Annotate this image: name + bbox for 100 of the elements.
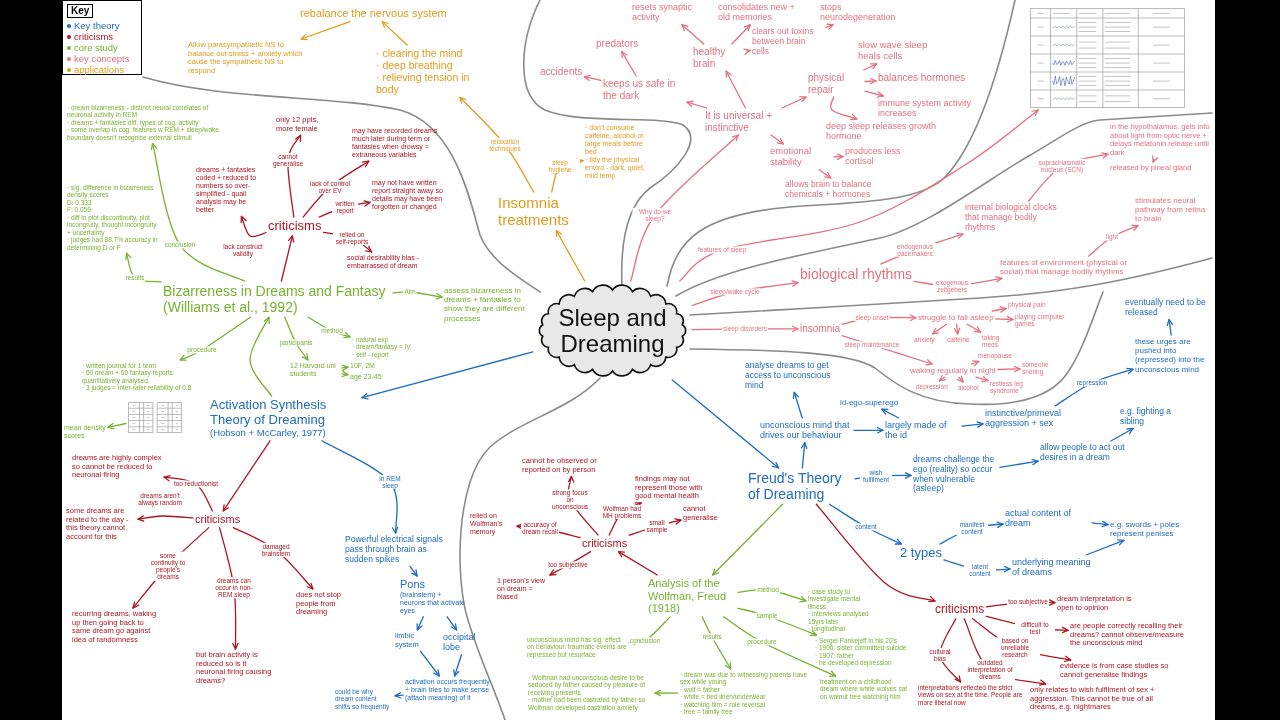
subtopic-heading: Pons (400, 578, 426, 591)
arrow (864, 77, 877, 85)
note-text: clears out toxins between brain cells (752, 27, 824, 57)
arrow (137, 515, 194, 522)
note-text: underlying meaning of dreams (1012, 557, 1097, 578)
arrow (956, 375, 964, 383)
note-text: healthy brain (693, 46, 745, 69)
arrow (994, 316, 1014, 323)
note-text: analyse dreams to get access to unconscious mind (745, 361, 833, 391)
table-drawing (128, 402, 182, 433)
arrow (1110, 427, 1134, 442)
note-text: It is universal + instinctive (705, 110, 800, 133)
arrow (815, 503, 936, 603)
arrow (583, 74, 602, 82)
subtopic-heading: criticisms (268, 219, 322, 234)
note-text: stops neurodegeneration (820, 2, 912, 23)
arrow (1085, 539, 1125, 556)
note-text: stimulates neural pathway from retina to brain (1135, 196, 1213, 224)
arrow (361, 351, 534, 400)
arrow (341, 370, 349, 378)
note-text: instinctive/primeval aggression + sex (985, 408, 1085, 429)
legend-label: core study (74, 42, 118, 53)
branch-title: Insomnia treatments (498, 194, 593, 229)
arrow (961, 421, 984, 428)
central-topic: Sleep and Dreaming (557, 305, 668, 356)
arrow (453, 654, 463, 677)
note-text: allows brain to balance chemicals + hormones (785, 180, 910, 200)
branch-title: Bizarreness in Dreams and Fantasy (Williams et al., 1992) (163, 283, 391, 316)
arrow (938, 374, 947, 382)
arrow (864, 90, 884, 98)
note-text: largely made of the id (885, 420, 960, 441)
arrow (731, 24, 751, 45)
note-text: resets synaptic activity (632, 2, 704, 23)
note-text: assess bizarreness in dreams + fantasies to show they are different processes (444, 286, 532, 323)
note-text: actual content of dream (1005, 508, 1090, 529)
bullet-point: · deep breathing (376, 59, 453, 72)
arrow (863, 63, 878, 71)
arrow (555, 229, 586, 282)
subtopic-heading: criticisms (582, 537, 628, 550)
note-text: insomnia (800, 323, 841, 335)
arrow (617, 550, 658, 576)
note-text: eventually need to be released (1125, 298, 1210, 318)
note-text: e.g. fighting a sibling (1120, 407, 1188, 427)
arrow (829, 96, 858, 121)
arrow (723, 616, 837, 677)
arrow (679, 109, 1039, 282)
note-text: Powerful electrical signals pass through brain as sudden spikes (345, 535, 450, 565)
subtopic-heading: criticisms (935, 603, 985, 617)
arrow (341, 364, 349, 372)
note-text: rebalance the nervous system (300, 7, 447, 20)
note-text: deep sleep releases growth hormone (826, 121, 956, 142)
arrow (621, 50, 637, 77)
note-text: balances hormones (878, 72, 966, 84)
arrow (179, 316, 251, 361)
arrow (725, 70, 747, 109)
arrow (828, 503, 902, 545)
arrow (770, 134, 784, 145)
arrow (249, 316, 273, 397)
arrow (997, 365, 1021, 373)
arrow (975, 375, 989, 383)
table-drawing (1030, 8, 1185, 108)
arrow (966, 323, 982, 333)
arrow (970, 360, 980, 367)
bullet-point: · relieving tension in body (376, 71, 471, 96)
note-text: consolidates new + old memories (718, 2, 806, 23)
arrow (446, 616, 458, 631)
arrow (416, 616, 424, 631)
note-text: occipital lobe (443, 632, 488, 653)
bullet-point: · clearing the mind (376, 47, 463, 60)
subtopic-heading: 2 types (900, 546, 942, 561)
note-text: dreams challenge the ego (reality) so occur when vulnerable (asleep) (913, 455, 998, 495)
note-text: accidents (540, 66, 583, 78)
note-text: features of environment (physical or social) that manage bodily rhythms (1000, 258, 1150, 277)
branch-title: Freud's Theory of Dreaming (748, 470, 853, 503)
legend-label: Key theory (74, 20, 120, 31)
note-text: produces less cortisol (845, 146, 915, 167)
note-text: e.g. swords + poles represent penises (1110, 520, 1195, 539)
arrow (1166, 318, 1174, 336)
arrow (409, 565, 418, 577)
arrow (792, 391, 803, 419)
arrow (300, 20, 351, 41)
subtopic-heading: criticisms (195, 513, 241, 526)
branch-title: biological rhythms (800, 266, 913, 283)
arrow (681, 24, 705, 45)
arrow (743, 48, 751, 55)
note-text: these urges are pushed into (repressed) into the unconscious mind (1135, 337, 1213, 374)
arrow (991, 306, 1007, 313)
legend-label: key concepts (74, 53, 130, 64)
legend-title: Key (67, 4, 94, 18)
branch-title: Analysis of the Wolfman, Freud (1918) (648, 577, 736, 615)
arrow (150, 142, 246, 282)
branch-title: Activation Synthesis Theory of Dreaming (210, 398, 328, 428)
arrow (222, 440, 271, 512)
arrow (419, 650, 440, 677)
arrow (654, 689, 679, 697)
arrow (833, 153, 844, 160)
note-text: immune system activity increases (878, 98, 983, 119)
arrow (630, 134, 740, 282)
note-text: id-ego-superego (840, 398, 899, 408)
note-text: struggle to fall asleep (918, 313, 994, 323)
